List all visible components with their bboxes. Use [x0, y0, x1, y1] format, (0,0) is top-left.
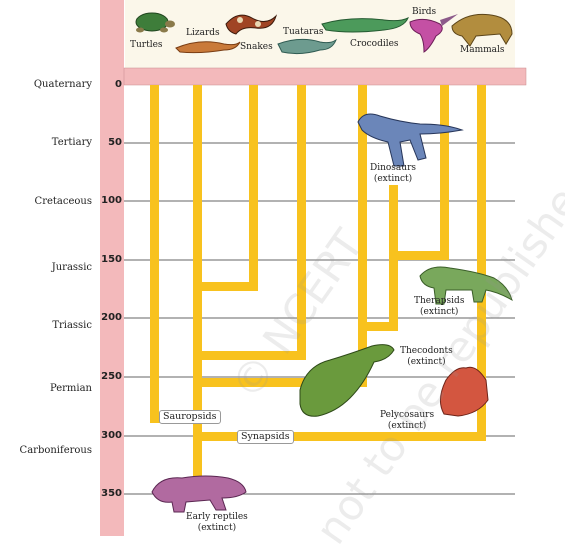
snakes-branch: [249, 85, 258, 290]
crocodiles-branch: [358, 85, 367, 387]
label-pelycosaurs-status: (extinct): [387, 421, 427, 431]
turtle-illustration: [135, 12, 175, 33]
pelycosaur-illustration: [440, 366, 489, 417]
bird-illustration: [409, 14, 458, 53]
birds-branch: [440, 85, 449, 260]
animal-header-strip: [125, 0, 515, 68]
time-gridlines: [124, 142, 515, 495]
label-mammals: Mammals: [460, 45, 505, 55]
label-thecodonts-name: Thecodonts: [400, 346, 453, 356]
crocodile-illustration: [321, 16, 409, 33]
label-turtles: Turtles: [130, 40, 163, 50]
tick-label-100: 100: [101, 195, 122, 206]
label-pelycosaurs: Pelycosaurs (extinct): [380, 410, 434, 432]
period-permian: Permian: [49, 383, 92, 394]
present-day-bar: [123, 67, 527, 86]
label-lizards: Lizards: [186, 28, 220, 38]
archosaur-connector: [193, 378, 367, 387]
period-cretaceous: Cretaceous: [34, 196, 92, 207]
period-tertiary: Tertiary: [51, 137, 92, 148]
mammal-illustration: [451, 13, 513, 47]
label-early-reptiles: Early reptiles (extinct): [186, 512, 248, 534]
branches: [150, 85, 486, 480]
therapsid-illustration: [419, 266, 513, 305]
label-early-reptiles-status: (extinct): [197, 523, 237, 533]
tick-label-0: 0: [115, 79, 122, 90]
lizards-branch: [193, 85, 202, 385]
label-therapsids-name: Therapsids: [414, 296, 465, 306]
label-dinosaurs-name: Dinosaurs: [370, 163, 417, 173]
lizards-snakes-connector: [193, 282, 258, 291]
tick-label-250: 250: [101, 371, 122, 382]
tick-label-150: 150: [101, 254, 122, 265]
label-early-reptiles-name: Early reptiles: [186, 512, 248, 522]
tuataras-connector: [193, 351, 306, 360]
early-reptile-illustration: [151, 475, 247, 513]
timeline-bar: [100, 0, 124, 536]
label-therapsids: Therapsids (extinct): [414, 296, 464, 318]
period-jurassic: Jurassic: [51, 262, 92, 273]
snake-illustration: [225, 14, 278, 35]
label-pelycosaurs-name: Pelycosaurs: [380, 410, 435, 420]
label-crocodiles: Crocodiles: [350, 39, 399, 49]
tick-label-300: 300: [101, 430, 122, 441]
trunk-branch: [193, 380, 202, 480]
tuataras-branch: [297, 85, 306, 360]
period-carboniferous: Carboniferous: [19, 445, 92, 456]
label-thecodonts-status: (extinct): [407, 357, 446, 367]
mammals-branch: [477, 85, 486, 440]
dinosaur-illustration: [357, 113, 464, 167]
label-dinosaurs: Dinosaurs (extinct): [370, 163, 416, 185]
dinosaurs-connector: [358, 322, 398, 331]
period-triassic: Triassic: [52, 320, 92, 331]
turtles-branch: [150, 85, 159, 423]
label-tuataras: Tuataras: [283, 27, 324, 37]
label-snakes: Snakes: [240, 42, 273, 52]
tuatara-illustration: [277, 38, 338, 55]
label-therapsids-status: (extinct): [420, 307, 459, 317]
synapsids-connector: [193, 432, 486, 441]
thecodont-illustration: [299, 344, 395, 417]
label-dinosaurs-status: (extinct): [373, 174, 413, 184]
birds-connector: [389, 251, 449, 260]
tick-label-350: 350: [101, 488, 122, 499]
period-quaternary: Quaternary: [33, 79, 92, 90]
label-sauropsids: Sauropsids: [159, 410, 221, 424]
label-thecodonts: Thecodonts (extinct): [400, 346, 453, 368]
lizard-illustration: [175, 41, 241, 54]
tick-label-200: 200: [101, 312, 122, 323]
label-synapsids: Synapsids: [237, 430, 294, 444]
label-birds: Birds: [412, 7, 437, 17]
tick-label-50: 50: [108, 137, 122, 148]
